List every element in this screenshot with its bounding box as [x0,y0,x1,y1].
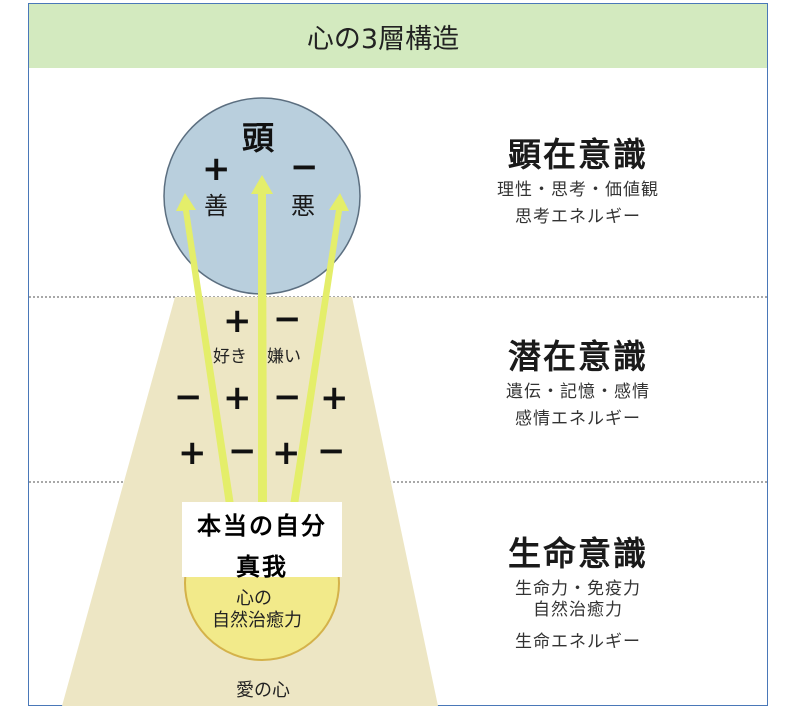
arrow-left-icon [176,193,234,505]
layer-desc: 理性・思考・価値観 [497,180,659,200]
plus-sign-icon: + [320,378,349,418]
layer-conscious: 顕在意識 理性・思考・価値観 思考エネルギー [478,128,678,229]
layer-desc: 遺伝・記憶・感情 [506,382,650,402]
arrow-center-icon [251,175,273,505]
core-line1: 心の [236,588,272,609]
layer-divider-2 [29,481,767,483]
layer-subconscious: 潜在意識 遺伝・記憶・感情 感情エネルギー [478,330,678,431]
minus-sign-icon: − [273,377,302,417]
minus-sign-icon: − [174,377,203,417]
layer-desc: 生命力・免疫力 [515,579,641,599]
like-label: 好き [213,347,247,367]
plus-sign-icon: + [223,301,252,341]
dislike-label: 嫌い [267,347,301,367]
layer-energy: 思考エネルギー [515,207,641,228]
head-label: 頭 [242,119,275,157]
true-self-box: 本当の自分 真我 [182,502,342,581]
energy-arrows [176,175,349,505]
true-self-label: 本当の自分 [197,512,327,540]
layer-life-consciousness: 生命意識 生命力・免疫力 自然治癒力 生命エネルギー [478,527,678,653]
subconscious-trapezoid [62,297,438,706]
layer-energy: 生命エネルギー [515,631,641,652]
minus-sign-icon: − [228,431,257,471]
layer-title: 潜在意識 [508,337,648,376]
love-heart-label: 愛の心 [236,680,290,701]
minus-sign-icon: − [290,147,319,187]
plus-sign-icon: + [202,149,231,189]
arrow-right-icon [290,193,349,505]
minus-sign-icon: − [317,431,346,471]
core-line2: 自然治癒力 [212,610,302,631]
plus-sign-icon: + [223,378,252,418]
shinga-label: 真我 [236,553,288,581]
good-label: 善 [204,192,228,220]
diagram-title: 心の3層構造 [306,23,460,55]
header-band: 心の3層構造 [29,4,767,68]
layer-desc-2: 自然治癒力 [533,600,623,621]
layer-divider-1 [29,296,767,298]
layer-title: 顕在意識 [508,135,648,174]
plus-sign-icon: + [272,433,301,473]
minus-sign-icon: − [273,299,302,339]
plus-sign-icon: + [178,433,207,473]
layer-title: 生命意識 [508,534,648,573]
layer-energy: 感情エネルギー [515,409,641,430]
evil-label: 悪 [291,192,315,220]
